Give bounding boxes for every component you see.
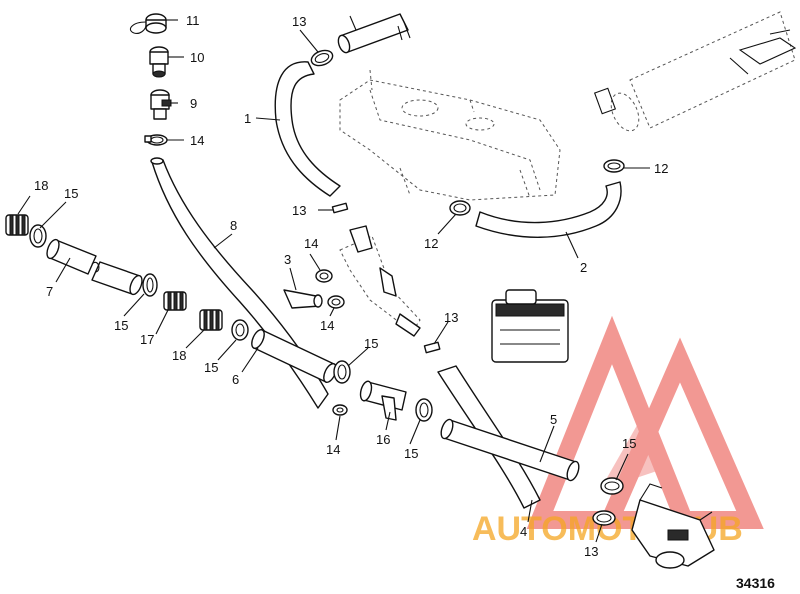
callout-16: 16 (376, 432, 390, 447)
part-elbow-3 (283, 289, 323, 309)
leader-lines (17, 19, 650, 543)
part-exhaust-manifold (339, 69, 561, 201)
callout-18-mid: 18 (172, 348, 186, 363)
part-clamp-13-top (310, 49, 334, 67)
watermark-text-auto: AUTO (472, 510, 568, 548)
callout-12-right: 12 (654, 161, 668, 176)
part-clamp-small (144, 134, 168, 146)
part-fitting (149, 46, 169, 78)
callout-13-right: 13 (444, 310, 458, 325)
callout-14-low: 14 (320, 318, 334, 333)
callout-18-left: 18 (34, 178, 48, 193)
part-pump-assembly (631, 483, 715, 569)
callout-13-mid: 13 (292, 203, 306, 218)
callout-17: 17 (140, 332, 154, 347)
callout-13-lower: 13 (584, 544, 598, 559)
part-clamp-13-lower (592, 510, 616, 526)
part-clamp-15-near16 (415, 398, 433, 422)
part-fitting-18-mid (199, 309, 223, 331)
callout-12-center: 12 (424, 236, 438, 251)
part-pipe-fitting-top (337, 13, 411, 54)
callout-8: 8 (230, 218, 237, 233)
part-clamp-15-lower-right (600, 477, 624, 495)
part-fitting-17 (163, 291, 187, 311)
part-exhaust-elbow (593, 11, 797, 132)
part-hose-1 (274, 61, 341, 197)
part-clamp-12-right (603, 159, 625, 173)
callout-15-near6: 15 (364, 336, 378, 351)
part-clamp-13-mid (331, 202, 349, 214)
callout-6: 6 (232, 372, 239, 387)
callout-15-mid: 15 (204, 360, 218, 375)
callout-4: 4 (520, 524, 527, 539)
part-tee-fitting-16 (359, 380, 407, 421)
part-clamp-15-near6 (333, 360, 351, 384)
part-clamp-12-center (449, 200, 471, 216)
part-hose-2 (475, 181, 622, 238)
figure-number: 34316 (736, 575, 775, 591)
part-hose-7 (46, 238, 143, 296)
part-clamp-14-lower (332, 404, 348, 416)
part-clamp-14-mid-top (315, 269, 333, 283)
part-hose-5 (440, 418, 580, 482)
callout-15-hose7: 15 (114, 318, 128, 333)
part-hose-6 (251, 328, 337, 384)
callout-15-near16: 15 (404, 446, 418, 461)
callout-14-mid: 14 (304, 236, 318, 251)
callout-15-lower-right: 15 (622, 436, 636, 451)
callout-2: 2 (580, 260, 587, 275)
part-clamp-14-mid-bottom (327, 295, 345, 309)
part-bracket-assembly (339, 225, 421, 337)
part-clamp-15-left (29, 224, 47, 248)
callout-15-left: 15 (64, 186, 78, 201)
part-filter-module (491, 289, 569, 363)
callout-13-top: 13 (292, 14, 306, 29)
callout-5: 5 (550, 412, 557, 427)
callout-9: 9 (190, 96, 197, 111)
callout-14-top: 14 (190, 133, 204, 148)
part-valve-fitting (150, 89, 172, 120)
callout-10: 10 (190, 50, 204, 65)
callout-14-lower: 14 (326, 442, 340, 457)
callout-3: 3 (284, 252, 291, 267)
part-clamp-13-right (423, 341, 441, 354)
callout-7: 7 (46, 284, 53, 299)
part-clamp-15-mid (231, 319, 249, 341)
part-cap-with-strap (129, 13, 167, 34)
callout-1: 1 (244, 111, 251, 126)
part-clamp-15-hose7 (142, 273, 158, 297)
callout-11: 11 (186, 13, 200, 28)
part-fitting-18-left (5, 214, 29, 236)
